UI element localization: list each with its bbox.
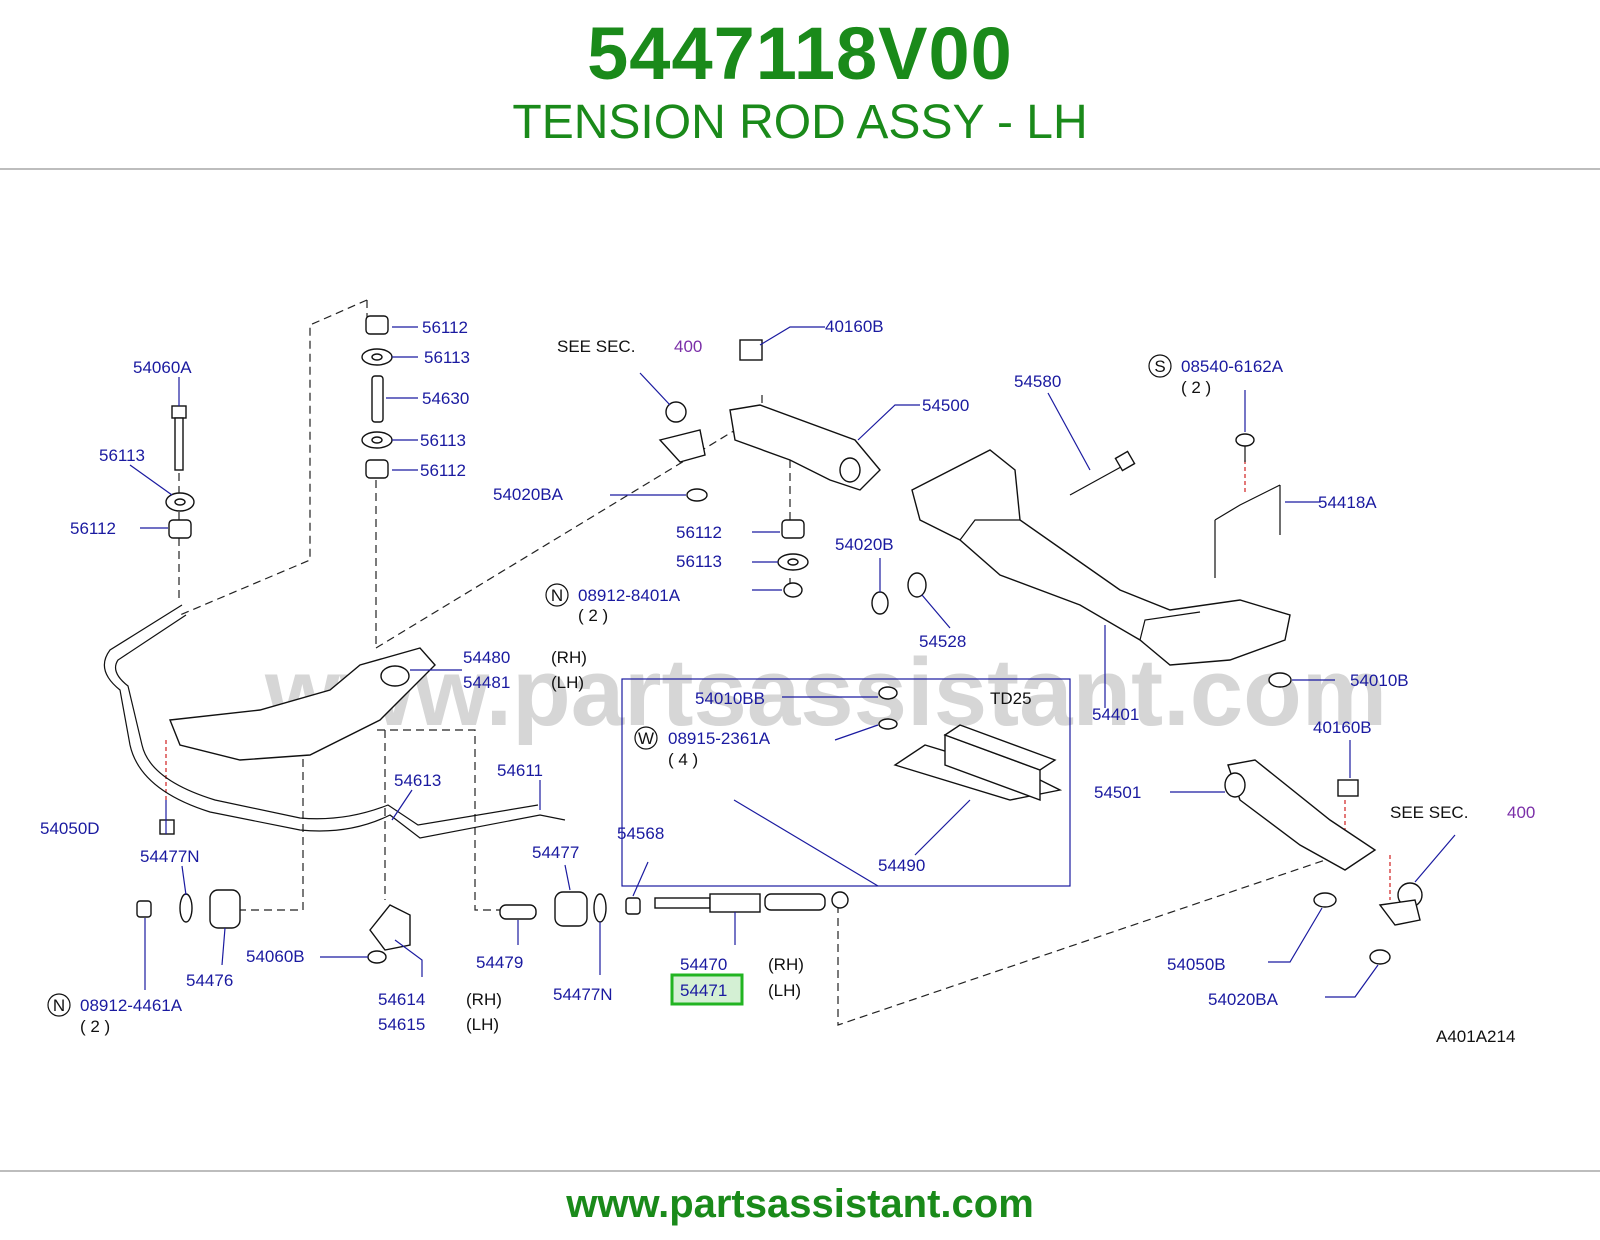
svg-text:( 2 ): ( 2 ) xyxy=(1181,378,1211,397)
leader-lines xyxy=(129,326,1456,998)
label-54020B: 54020B xyxy=(835,535,894,554)
sec-400-link: 400 xyxy=(1507,803,1535,822)
label-08912-8401A: 08912-8401A xyxy=(578,586,681,605)
label-54615: 54615 xyxy=(378,1015,425,1034)
svg-text:W: W xyxy=(638,729,654,748)
label-54500: 54500 xyxy=(922,396,969,415)
label-54020BA: 54020BA xyxy=(1208,990,1279,1009)
parts-diagram: www.partsassistant.com xyxy=(40,299,1535,1046)
svg-text:(LH): (LH) xyxy=(551,673,584,692)
label-56112: 56112 xyxy=(422,318,468,337)
label-54010BB: 54010BB xyxy=(695,689,765,708)
label-40160B: 40160B xyxy=(1313,718,1372,737)
page-header: 5447118V00 TENSION ROD ASSY - LH xyxy=(0,0,1600,170)
label-54050B: 54050B xyxy=(1167,955,1226,974)
part-labels: 56112 56113 54630 56113 56112 54060A 561… xyxy=(40,317,1535,1046)
sec-400-link: 400 xyxy=(674,337,702,356)
label-54477N: 54477N xyxy=(140,847,200,866)
svg-text:N: N xyxy=(551,586,563,605)
label-54477N: 54477N xyxy=(553,985,613,1004)
part-number: 5447118V00 xyxy=(587,12,1013,95)
svg-text:(LH): (LH) xyxy=(466,1015,499,1034)
svg-text:S: S xyxy=(1154,357,1165,376)
label-56113: 56113 xyxy=(99,446,145,465)
stabilizer-bar xyxy=(103,604,566,839)
label-54630: 54630 xyxy=(422,389,469,408)
label-56112: 56112 xyxy=(70,519,116,538)
label-56112: 56112 xyxy=(420,461,466,480)
label-54020BA: 54020BA xyxy=(493,485,564,504)
label-54050D: 54050D xyxy=(40,819,100,838)
footer-divider xyxy=(0,1170,1600,1172)
label-54490: 54490 xyxy=(878,856,925,875)
label-56113: 56113 xyxy=(420,431,466,450)
assembly-guide-lines xyxy=(165,299,1391,1026)
svg-text:( 4 ): ( 4 ) xyxy=(668,750,698,769)
label-54481: 54481 xyxy=(463,673,510,692)
selected-part-highlight xyxy=(670,973,744,1006)
label-08915-2361A: 08915-2361A xyxy=(668,729,771,748)
label-54501: 54501 xyxy=(1094,783,1141,802)
label-54528: 54528 xyxy=(919,632,966,651)
label-54611: 54611 xyxy=(497,761,543,780)
label-54477: 54477 xyxy=(532,843,579,862)
label-54614: 54614 xyxy=(378,990,425,1009)
svg-text:( 2 ): ( 2 ) xyxy=(578,606,608,625)
svg-text:(LH): (LH) xyxy=(768,981,801,1000)
label-08912-4461A: 08912-4461A xyxy=(80,996,183,1015)
label-54060A: 54060A xyxy=(133,358,192,377)
svg-text:( 2 ): ( 2 ) xyxy=(80,1017,110,1036)
label-56113: 56113 xyxy=(424,348,470,367)
svg-text:(RH): (RH) xyxy=(768,955,804,974)
label-54568: 54568 xyxy=(617,824,664,843)
spec-markers: N S W N xyxy=(47,354,1172,1017)
see-sec-text: SEE SEC. xyxy=(1390,803,1468,822)
label-54401: 54401 xyxy=(1092,705,1139,724)
label-54580: 54580 xyxy=(1014,372,1061,391)
svg-text:N: N xyxy=(53,996,65,1015)
label-56112: 56112 xyxy=(676,523,722,542)
part-drawings xyxy=(136,315,1423,965)
label-54418A: 54418A xyxy=(1318,493,1377,512)
label-54060B: 54060B xyxy=(246,947,305,966)
label-54476: 54476 xyxy=(186,971,233,990)
footer-url[interactable]: www.partsassistant.com xyxy=(566,1182,1034,1226)
header-divider xyxy=(0,168,1600,170)
label-54010B: 54010B xyxy=(1350,671,1409,690)
label-54480: 54480 xyxy=(463,648,510,667)
see-sec-text: SEE SEC. xyxy=(557,337,635,356)
diagram-code: A401A214 xyxy=(1436,1027,1515,1046)
label-54479: 54479 xyxy=(476,953,523,972)
td25-label: TD25 xyxy=(990,689,1032,708)
label-56113: 56113 xyxy=(676,552,722,571)
label-54471: 54471 xyxy=(680,981,727,1000)
label-40160B: 40160B xyxy=(825,317,884,336)
svg-text:(RH): (RH) xyxy=(466,990,502,1009)
label-54613: 54613 xyxy=(394,771,441,790)
label-08540-6162A: 08540-6162A xyxy=(1181,357,1284,376)
svg-text:(RH): (RH) xyxy=(551,648,587,667)
label-54470: 54470 xyxy=(680,955,727,974)
part-title: TENSION ROD ASSY - LH xyxy=(512,96,1088,149)
